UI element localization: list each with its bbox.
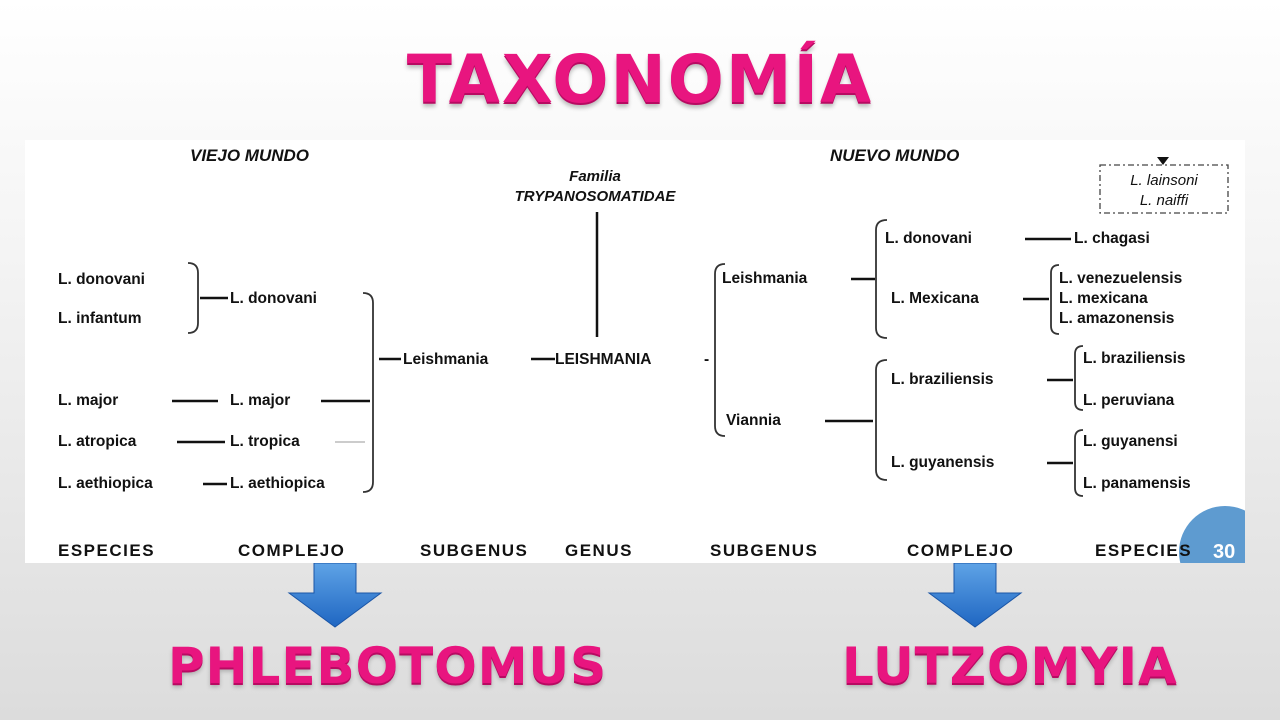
old-species-major: L. major: [58, 392, 118, 409]
page-badge-circle: [1179, 506, 1245, 563]
unclassified-species-box: [1099, 164, 1229, 214]
taxonomy-diagram: 30 VIEJO MUNDO NUEVO MUNDO Familia TRYPA…: [25, 140, 1245, 563]
new-mexicana-species-bracket: [1050, 264, 1060, 335]
old-species-donovani: L. donovani: [58, 271, 145, 288]
new-species-chagasi: L. chagasi: [1074, 230, 1150, 247]
genus-leishmania: LEISHMANIA: [555, 351, 651, 368]
new-guyanensis-species-bracket: [1074, 429, 1084, 497]
col-subgenus-right: SUBGENUS: [710, 541, 818, 560]
region-new-world: NUEVO MUNDO: [830, 146, 959, 165]
col-complejo-left: COMPLEJO: [238, 541, 345, 560]
old-subgenus-leishmania: Leishmania: [403, 351, 489, 368]
new-species-amazonensis: L. amazonensis: [1059, 310, 1174, 327]
new-complex-guyanensis: L. guyanensis: [891, 454, 994, 471]
page-badge: 30: [1213, 541, 1235, 563]
col-especies-right: ESPECIES: [1095, 541, 1192, 560]
family-name: TRYPANOSOMATIDAE: [515, 188, 677, 205]
box-species-lainsoni: L. lainsoni: [1130, 172, 1198, 189]
old-complex-tropica: L. tropica: [230, 433, 300, 450]
box-species-naiffi: L. naiffi: [1140, 192, 1189, 209]
genus-dash: -: [704, 351, 709, 368]
new-species-braziliensis: L. braziliensis: [1083, 350, 1186, 367]
old-species-infantum: L. infantum: [58, 310, 142, 327]
vector-lutzomyia: LUTZOMYIA: [842, 637, 1178, 695]
new-viannia-complex-bracket: [875, 359, 888, 481]
new-subgenus-bracket: [714, 263, 726, 437]
old-species-aethiopica: L. aethiopica: [58, 475, 153, 492]
vector-phlebotomus: PHLEBOTOMUS: [168, 637, 608, 695]
arrow-down-right-icon: [927, 563, 1023, 628]
new-complex-mexicana: L. Mexicana: [891, 290, 979, 307]
col-complejo-right: COMPLEJO: [907, 541, 1014, 560]
col-genus: GENUS: [565, 541, 633, 560]
new-species-venezuelensis: L. venezuelensis: [1059, 270, 1182, 287]
old-complex-aethiopica: L. aethiopica: [230, 475, 325, 492]
old-complex-bracket: [362, 292, 374, 493]
old-complex-major: L. major: [230, 392, 290, 409]
new-subgenus-viannia: Viannia: [726, 412, 781, 429]
new-braziliensis-species-bracket: [1074, 345, 1084, 411]
old-species-atropica: L. atropica: [58, 433, 137, 450]
new-complex-donovani: L. donovani: [885, 230, 972, 247]
old-donovani-species-bracket: [187, 262, 199, 334]
region-old-world: VIEJO MUNDO: [190, 146, 309, 165]
family-label: Familia: [569, 168, 621, 185]
old-complex-donovani: L. donovani: [230, 290, 317, 307]
taxonomy-tree-svg: 30 VIEJO MUNDO NUEVO MUNDO Familia TRYPA…: [58, 146, 1245, 563]
col-subgenus-left: SUBGENUS: [420, 541, 528, 560]
arrow-down-left-icon: [287, 563, 383, 628]
new-species-peruviana: L. peruviana: [1083, 392, 1175, 409]
new-subgenus-leishmania: Leishmania: [722, 270, 808, 287]
new-species-guyanensi: L. guyanensi: [1083, 433, 1178, 450]
new-complex-braziliensis: L. braziliensis: [891, 371, 994, 388]
col-especies-left: ESPECIES: [58, 541, 155, 560]
new-leishmania-complex-bracket: [875, 219, 888, 339]
new-species-panamensis: L. panamensis: [1083, 475, 1191, 492]
box-pointer-icon: [1157, 157, 1169, 165]
slide-title: TAXONOMÍA: [406, 41, 874, 118]
new-species-mexicana: L. mexicana: [1059, 290, 1148, 307]
